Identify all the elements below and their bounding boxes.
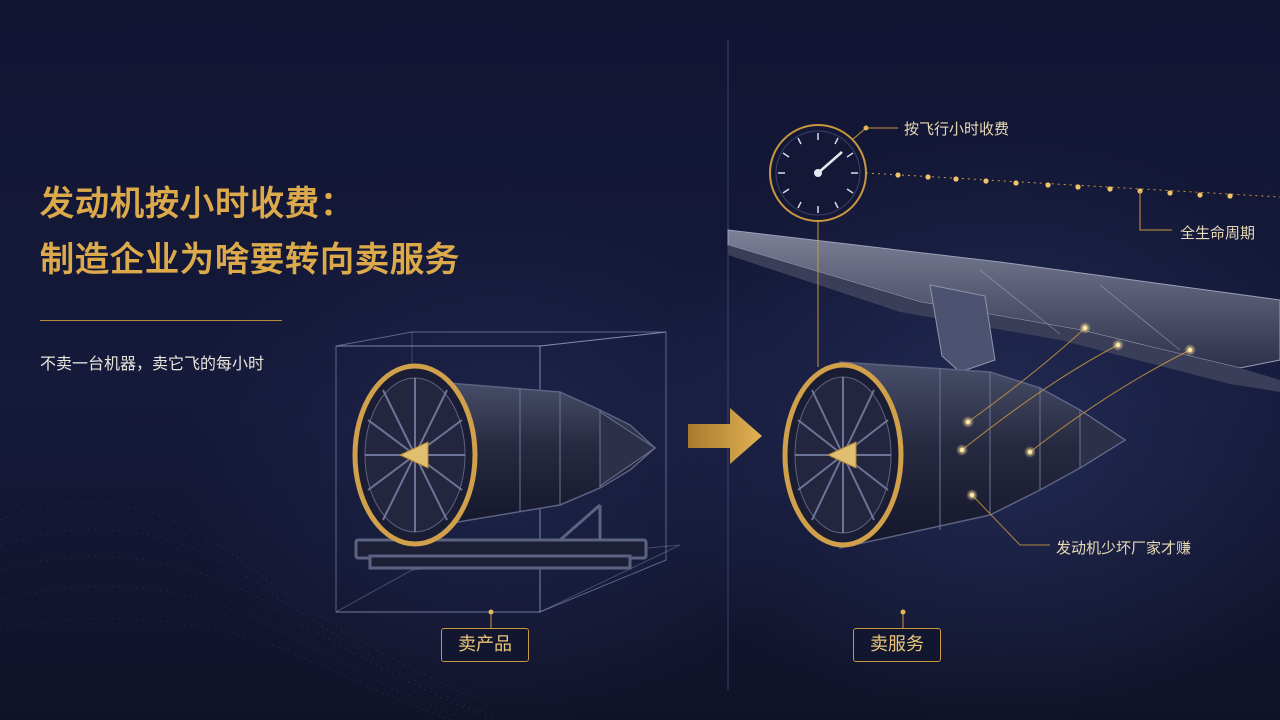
- callout-hourly-billing: 按飞行小时收费: [904, 120, 1010, 138]
- jet-engine-icon: [352, 363, 657, 570]
- jet-engine-icon: [782, 361, 1127, 549]
- lifecycle-timeline: [865, 172, 1280, 231]
- callout-reliability: 发动机少坏厂家才赚: [1056, 539, 1192, 557]
- tag-sell-product: 卖产品: [441, 628, 529, 662]
- title-divider: [40, 320, 282, 321]
- gauge-icon: [769, 124, 867, 222]
- title-line-1: 发动机按小时收费：: [40, 184, 355, 224]
- callout-lifecycle: 全生命周期: [1180, 224, 1256, 242]
- sensor-lines: [961, 327, 1191, 546]
- page-title: 发动机按小时收费： 制造企业为啥要转向卖服务: [40, 176, 460, 288]
- title-line-2: 制造企业为啥要转向卖服务: [40, 240, 460, 280]
- tag-sell-service: 卖服务: [853, 628, 941, 662]
- subtitle: 不卖一台机器，卖它飞的每小时: [40, 354, 265, 373]
- particle-wave-decoration: [0, 501, 501, 720]
- sensor-points: [956, 322, 1196, 501]
- arrow-right-icon: [688, 408, 762, 464]
- wing-icon: [727, 229, 1280, 392]
